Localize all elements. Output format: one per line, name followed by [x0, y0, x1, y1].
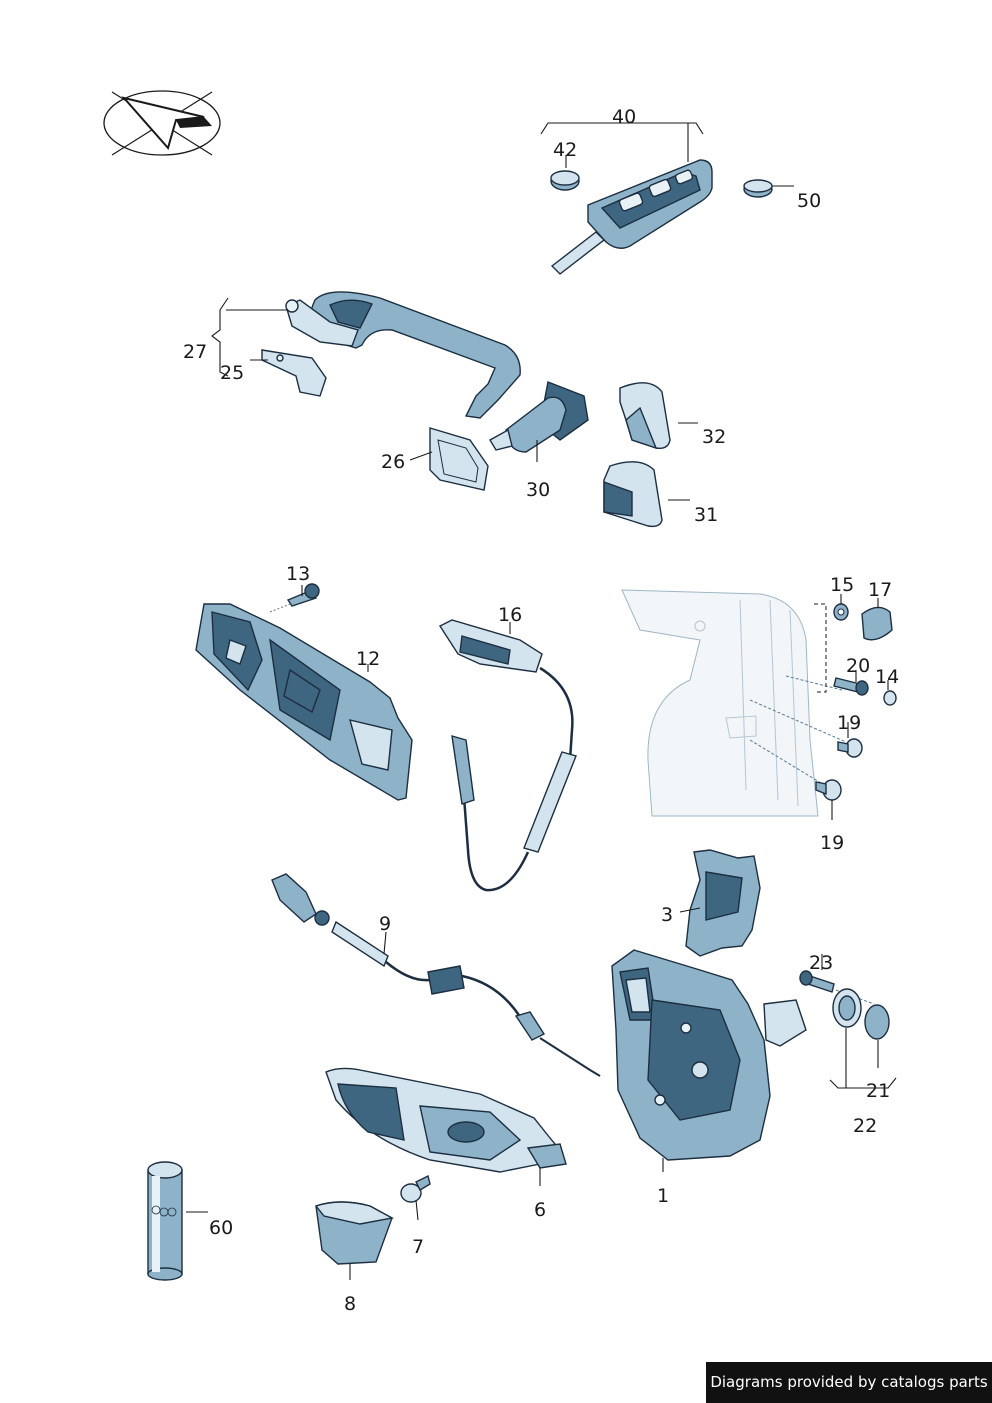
cover-plate-gasket [429, 427, 489, 491]
washer-15 [833, 603, 849, 621]
callout-23: 23 [809, 952, 833, 974]
exterior-door-handle [285, 291, 521, 419]
screw-7 [400, 1174, 431, 1203]
battery-cell-alt [743, 179, 773, 198]
callout-32: 32 [702, 426, 726, 448]
callout-42: 42 [553, 139, 577, 161]
callout-21: 21 [866, 1080, 890, 1102]
battery-cell [550, 170, 580, 191]
callout-17: 17 [868, 579, 892, 601]
handle-gasket [261, 349, 327, 397]
leader-lines [186, 122, 897, 1280]
bolt-20 [833, 677, 869, 696]
rubber-cap-17 [861, 606, 893, 641]
callout-14: 14 [875, 666, 899, 688]
callout-27: 27 [183, 341, 207, 363]
inner-release-cable [271, 873, 601, 1077]
callout-19-upper: 19 [837, 712, 861, 734]
trim-cap-lower [603, 461, 663, 528]
callout-6: 6 [534, 1199, 546, 1221]
callout-30: 30 [526, 479, 550, 501]
callout-22: 22 [853, 1115, 877, 1137]
nut-14 [883, 690, 897, 706]
callout-16: 16 [498, 604, 522, 626]
callout-60: 60 [209, 1217, 233, 1239]
lock-cover [685, 849, 761, 957]
credit-banner: Diagrams provided by catalogs parts [706, 1362, 992, 1403]
callout-25: 25 [220, 362, 244, 384]
callout-26: 26 [381, 451, 405, 473]
callout-19-lower: 19 [820, 832, 844, 854]
lock-cylinder [489, 381, 589, 453]
callout-13: 13 [286, 563, 310, 585]
callout-9: 9 [379, 913, 391, 935]
striker-cover [864, 1004, 890, 1040]
handle-bracket [195, 603, 413, 801]
callout-8: 8 [344, 1293, 356, 1315]
door-lock [611, 949, 807, 1161]
screw-19-lower [815, 779, 842, 801]
callout-15: 15 [830, 574, 854, 596]
release-cable [438, 619, 577, 892]
callout-labels: 40 42 50 27 25 26 30 32 31 13 12 16 15 1… [183, 106, 899, 1315]
orientation-symbol-icon [103, 90, 221, 156]
trim-cap-upper [619, 382, 671, 450]
callout-31: 31 [694, 504, 718, 526]
lubricant-can [147, 1161, 183, 1281]
callout-50: 50 [797, 190, 821, 212]
door-shell [621, 589, 847, 817]
cover-cap-8 [314, 1201, 395, 1265]
callout-40: 40 [612, 106, 636, 128]
callout-12: 12 [356, 648, 380, 670]
callout-1: 1 [657, 1185, 669, 1207]
callout-3: 3 [661, 904, 673, 926]
remote-key [550, 159, 713, 275]
striker-plate [832, 988, 862, 1028]
callout-20: 20 [846, 655, 870, 677]
inner-door-handle [325, 1067, 567, 1173]
screw-19-upper [837, 738, 863, 758]
callout-7: 7 [412, 1236, 424, 1258]
bracket-screw [269, 583, 320, 613]
